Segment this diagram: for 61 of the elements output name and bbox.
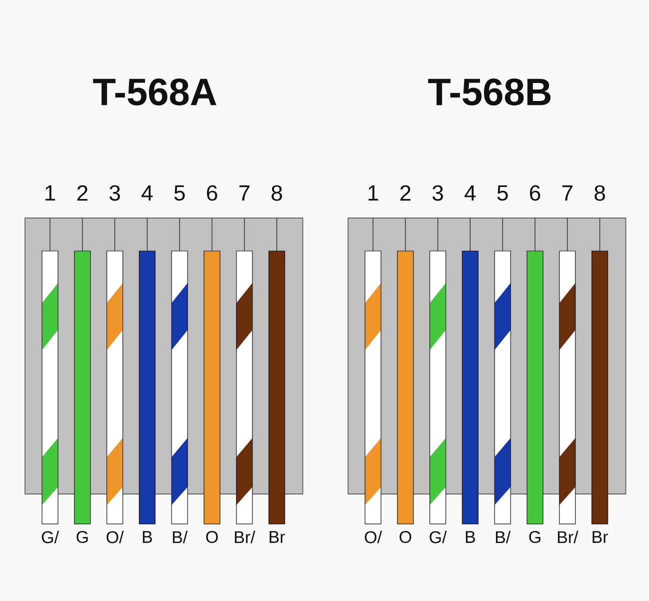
wire-code: Br: [592, 531, 608, 543]
wire-code: Br/: [234, 530, 256, 544]
wire-code: O/: [106, 530, 124, 544]
wire-code: O: [206, 530, 218, 543]
contact-line: [114, 218, 116, 252]
contact-line: [179, 218, 180, 252]
wire: [364, 250, 382, 524]
contact-line: [276, 218, 278, 252]
pin-number: 1: [368, 185, 378, 201]
contact-line: [146, 218, 148, 252]
pin-number: 7: [562, 185, 572, 201]
pin-number: 4: [464, 185, 476, 201]
pin-number: 7: [239, 185, 250, 201]
pin-number: 5: [174, 185, 185, 201]
pin-number: 4: [142, 185, 153, 201]
heading: T-568A: [93, 78, 216, 106]
contact-line: [372, 218, 374, 252]
wire: [171, 250, 188, 524]
wire: [494, 250, 511, 524]
wire-code: G/: [430, 530, 447, 544]
wire-code: G: [76, 530, 88, 543]
wire: [204, 250, 220, 524]
contact-line: [502, 218, 503, 252]
wire-code: G: [529, 530, 540, 543]
wire: [268, 250, 286, 524]
wire: [526, 250, 544, 524]
wire: [462, 250, 478, 524]
pin-number: 6: [530, 185, 540, 201]
contact-line: [567, 218, 568, 252]
contact-line: [82, 218, 83, 252]
pin-number: 2: [77, 185, 88, 201]
wire: [430, 250, 446, 524]
wire: [74, 250, 91, 524]
pin-number: 1: [46, 185, 56, 201]
contact-line: [405, 218, 406, 252]
wire-code: Br/: [558, 530, 578, 544]
wire-code: B: [142, 531, 152, 543]
wire-code: B/: [172, 530, 188, 544]
wire: [397, 250, 414, 524]
contact-line: [534, 218, 536, 252]
wire-code: B: [466, 531, 475, 543]
wire: [106, 250, 124, 524]
pin-number: 6: [207, 185, 218, 201]
pin-number: 8: [594, 185, 605, 201]
contact-line: [244, 218, 245, 252]
pin-number: 3: [432, 185, 443, 201]
heading: T-568B: [428, 78, 551, 106]
wire: [559, 250, 576, 524]
pin-number: 8: [272, 185, 282, 201]
wire: [138, 250, 156, 524]
wire-code: B/: [496, 530, 511, 544]
pin-number: 2: [400, 185, 410, 201]
pin-number: 3: [110, 185, 120, 201]
pin-number: 5: [497, 185, 508, 201]
wire-code: O/: [364, 530, 382, 544]
wire: [592, 250, 608, 524]
wire-code: Br: [270, 531, 286, 543]
wire-code: O: [400, 530, 412, 543]
wire: [42, 250, 58, 524]
wire: [236, 250, 253, 524]
wire-code: G/: [42, 530, 59, 544]
